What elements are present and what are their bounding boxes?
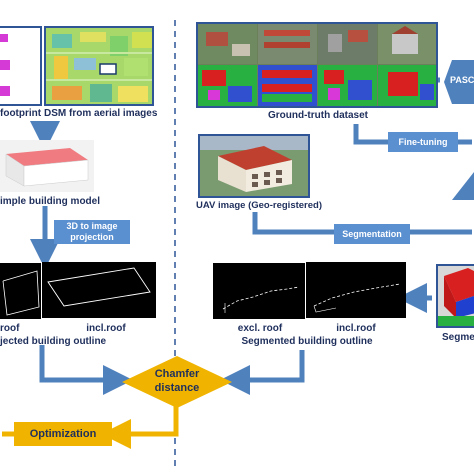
- chamfer-line1: Chamfer: [154, 368, 200, 380]
- pascal-hexagon: [444, 60, 474, 104]
- ground-truth-image: [196, 22, 438, 108]
- ground-truth-caption: Ground-truth dataset: [268, 110, 368, 121]
- optimization-box: [14, 422, 112, 446]
- building-model-render: [5, 148, 89, 187]
- building-model-caption: imple building model: [0, 196, 100, 207]
- segmented-excl-label: excl. roof: [237, 323, 283, 334]
- projected-incl-label: incl.roof: [86, 323, 126, 334]
- uav-photo: [200, 136, 308, 196]
- dsm-image: [44, 26, 154, 106]
- footprint-caption: footprint: [0, 108, 42, 119]
- projected-outline-excl-lines: [2, 270, 40, 316]
- arrow-right-to-chamfer: [220, 350, 305, 395]
- fine-tuning-label: Fine-tuning: [388, 132, 458, 152]
- ground-truth-grid: [198, 24, 436, 106]
- segment-result-mask: [438, 268, 474, 326]
- projected-outline-incl: [42, 262, 156, 318]
- projected-outline-excl: [0, 262, 42, 320]
- segmented-incl-lines: [313, 283, 401, 313]
- pascal-label: PASC: [450, 75, 474, 85]
- uav-caption: UAV image (Geo-registered): [196, 200, 322, 211]
- optimization-label: Optimization: [29, 428, 97, 440]
- segmented-outline-caption: Segmented building outline: [241, 336, 373, 347]
- uav-image: [198, 134, 310, 198]
- segment-result-image: [436, 264, 474, 328]
- footprint-image: [0, 26, 42, 106]
- segmentation-label: Segmentation: [334, 224, 410, 244]
- projected-outline-incl-lines: [47, 267, 151, 307]
- projected-excl-label: roof: [0, 323, 20, 334]
- chamfer-diamond: [122, 356, 232, 408]
- chamfer-line2: distance: [154, 382, 200, 394]
- segmented-outline-incl: [306, 262, 406, 318]
- dsm-caption: DSM from aerial images: [44, 108, 158, 119]
- building-model-image: [0, 140, 94, 192]
- arrow-left-to-chamfer: [39, 345, 133, 395]
- projection-label: 3D to image projection: [54, 220, 130, 244]
- segmented-incl-label: incl.roof: [336, 323, 376, 334]
- footprint-shapes: [0, 34, 10, 96]
- arrow-chamfer-to-optimization: [101, 398, 179, 449]
- dsm-texture: [46, 28, 152, 104]
- segment-caption: Segme: [442, 332, 474, 343]
- model-triangle-icon: [452, 172, 474, 200]
- pascal-shape: [444, 60, 474, 104]
- segmented-excl-lines: [222, 286, 300, 313]
- segmented-outline-excl: [212, 262, 306, 320]
- projected-outline-caption: jected building outline: [0, 336, 107, 347]
